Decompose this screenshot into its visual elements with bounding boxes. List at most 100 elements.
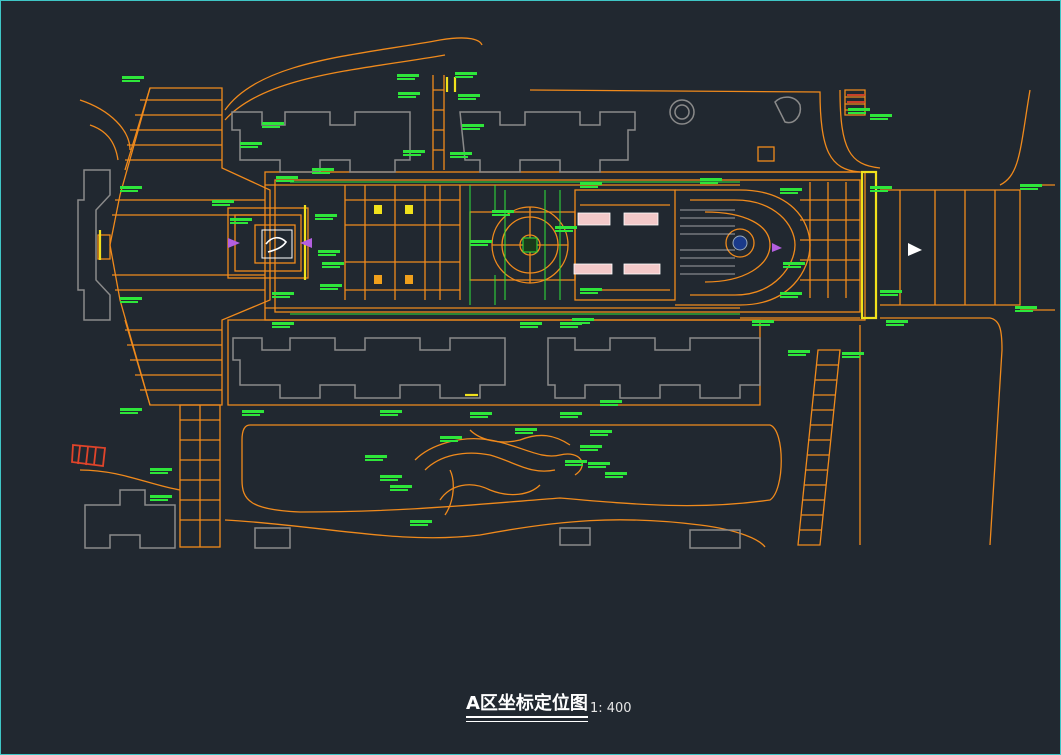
- coordinate-callout-line: [520, 326, 538, 328]
- coordinate-callout-line: [320, 288, 338, 290]
- coordinate-callout: [276, 176, 298, 179]
- coordinate-callout: [880, 290, 902, 293]
- coordinate-callout: [242, 410, 264, 413]
- coordinate-callout: [398, 92, 420, 95]
- coordinate-callout-line: [588, 466, 606, 468]
- coordinate-callout: [315, 214, 337, 217]
- coordinate-callout-line: [1020, 188, 1038, 190]
- coordinate-callout-line: [150, 472, 168, 474]
- coordinate-callout-line: [580, 292, 598, 294]
- coordinate-callout-line: [780, 192, 798, 194]
- coordinate-callout: [212, 200, 234, 203]
- coordinate-callout-line: [397, 78, 415, 80]
- coordinate-callout: [150, 495, 172, 498]
- coordinate-callout-line: [240, 146, 258, 148]
- coordinate-callout-line: [515, 432, 533, 434]
- coordinate-callout: [312, 168, 334, 171]
- coordinate-callout-line: [580, 186, 598, 188]
- coordinate-callout: [580, 182, 602, 185]
- drawing-title-block: A区坐标定位图 1: 400: [466, 688, 632, 722]
- coordinate-callout-line: [230, 222, 248, 224]
- coordinate-callout: [848, 108, 870, 111]
- coordinate-callout: [450, 152, 472, 155]
- coordinate-callout-line: [120, 190, 138, 192]
- drawing-title: A区坐标定位图: [466, 689, 588, 722]
- coordinate-callout: [605, 472, 627, 475]
- coordinate-callout-line: [276, 180, 294, 182]
- coordinate-callout-line: [886, 324, 904, 326]
- coordinate-callout-line: [555, 230, 573, 232]
- coordinate-callout: [380, 410, 402, 413]
- coordinate-callout: [600, 400, 622, 403]
- coordinate-callout: [870, 186, 892, 189]
- coordinate-callout-line: [783, 266, 801, 268]
- coordinate-callout-line: [470, 416, 488, 418]
- coordinate-callout: [470, 412, 492, 415]
- coordinate-callout-line: [470, 244, 488, 246]
- triangle-marker-icon: [908, 243, 922, 256]
- coordinate-callout-line: [455, 76, 473, 78]
- coordinate-callout-line: [410, 524, 428, 526]
- coordinate-callout-line: [462, 128, 480, 130]
- coordinate-callout: [458, 94, 480, 97]
- coordinate-callout-line: [122, 80, 140, 82]
- coordinate-callout: [120, 186, 142, 189]
- coordinate-callout: [1015, 306, 1037, 309]
- coordinate-callout: [492, 210, 514, 213]
- coordinate-callout-line: [150, 499, 168, 501]
- coordinate-callout: [318, 250, 340, 253]
- coordinate-callout: [320, 284, 342, 287]
- coordinate-callout: [403, 150, 425, 153]
- coordinate-callout-line: [580, 449, 598, 451]
- site-outlines: [79, 37, 1055, 548]
- coordinate-callout: [272, 292, 294, 295]
- coordinate-callout: [365, 455, 387, 458]
- coordinate-callout-line: [870, 190, 888, 192]
- coordinate-callout: [272, 322, 294, 325]
- coordinate-callout-line: [403, 154, 421, 156]
- coordinate-callout: [588, 462, 610, 465]
- coordinate-callout: [120, 297, 142, 300]
- coordinate-callout-line: [322, 266, 340, 268]
- coordinate-callout: [520, 322, 542, 325]
- coordinate-callout-line: [212, 204, 230, 206]
- coordinate-callout: [462, 124, 484, 127]
- coordinate-callout: [780, 188, 802, 191]
- coordinate-callout-line: [780, 296, 798, 298]
- coordinate-callout-line: [560, 416, 578, 418]
- coordinate-callout-line: [272, 296, 290, 298]
- red-stairs: [71, 94, 865, 468]
- coordinate-callout-line: [450, 156, 468, 158]
- coordinate-callout: [560, 322, 582, 325]
- coordinate-callout-line: [1015, 310, 1033, 312]
- annotation-labels: [120, 72, 1042, 526]
- coordinate-callout: [150, 468, 172, 471]
- coordinate-callout: [1020, 184, 1042, 187]
- coordinate-callout: [397, 74, 419, 77]
- coordinate-callout: [515, 428, 537, 431]
- coordinate-callout-line: [262, 126, 280, 128]
- coordinate-callout-line: [120, 301, 138, 303]
- coordinate-callout-line: [242, 414, 260, 416]
- coordinate-callout: [122, 76, 144, 79]
- coordinate-callout-line: [120, 412, 138, 414]
- coordinate-callout: [780, 292, 802, 295]
- coordinate-callout-line: [380, 479, 398, 481]
- coordinate-callout: [752, 320, 774, 323]
- coordinate-callout: [455, 72, 477, 75]
- drawing-scale: 1: 400: [589, 701, 632, 716]
- sculpture-plan-icon: [261, 229, 293, 259]
- coordinate-callout: [322, 262, 344, 265]
- coordinate-callout-line: [492, 214, 510, 216]
- fountain-plan-icon: [522, 237, 538, 253]
- coordinate-callout-line: [315, 218, 333, 220]
- coordinate-callout-line: [600, 404, 618, 406]
- coordinate-callout: [240, 142, 262, 145]
- coordinate-callout: [788, 350, 810, 353]
- coordinate-callout: [560, 412, 582, 415]
- coordinate-callout-line: [312, 172, 330, 174]
- coordinate-callout-line: [365, 459, 383, 461]
- coordinate-callout: [390, 485, 412, 488]
- coordinate-callout: [410, 520, 432, 523]
- coordinate-callout-line: [848, 112, 866, 114]
